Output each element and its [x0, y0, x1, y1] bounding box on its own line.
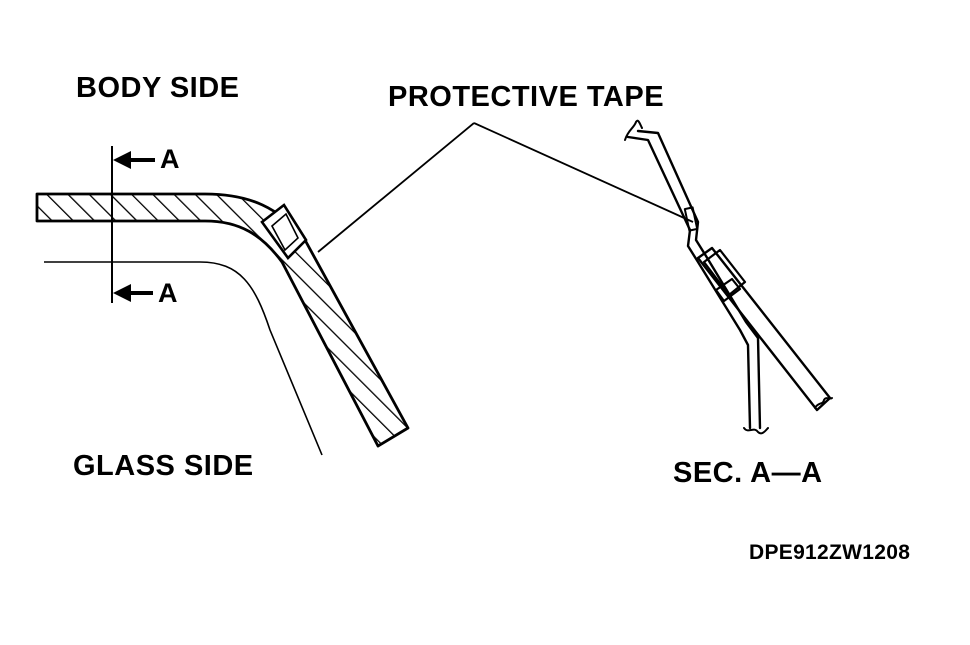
glass-edge-line [44, 261, 323, 456]
section-protective-tape [683, 206, 699, 232]
section-arrow-bottom [113, 284, 153, 302]
section-break-bottom [743, 427, 769, 435]
section-title-label: SEC. A—A [673, 457, 823, 489]
tape-leader-lines [317, 122, 694, 253]
body-side-label: BODY SIDE [76, 72, 240, 104]
section-arrow-top [113, 151, 155, 169]
protective-tape-patch-inner [270, 212, 299, 252]
glass-side-label: GLASS SIDE [73, 450, 254, 482]
section-detail [624, 119, 833, 435]
section-glass [696, 246, 832, 412]
section-body-panel-inner [636, 129, 762, 430]
body-molding-hatched [35, 192, 410, 448]
section-marker-bottom: A [158, 278, 178, 308]
section-glass-break [814, 397, 833, 409]
section-marker-top: A [160, 144, 180, 174]
protective-tape-patch [260, 203, 308, 260]
section-break-top [624, 119, 643, 141]
protective-tape-label: PROTECTIVE TAPE [388, 81, 665, 113]
section-body-panel [626, 135, 752, 430]
figure-code-label: DPE912ZW1208 [749, 541, 911, 564]
section-molding [702, 248, 747, 297]
section-adhesive [714, 277, 742, 303]
